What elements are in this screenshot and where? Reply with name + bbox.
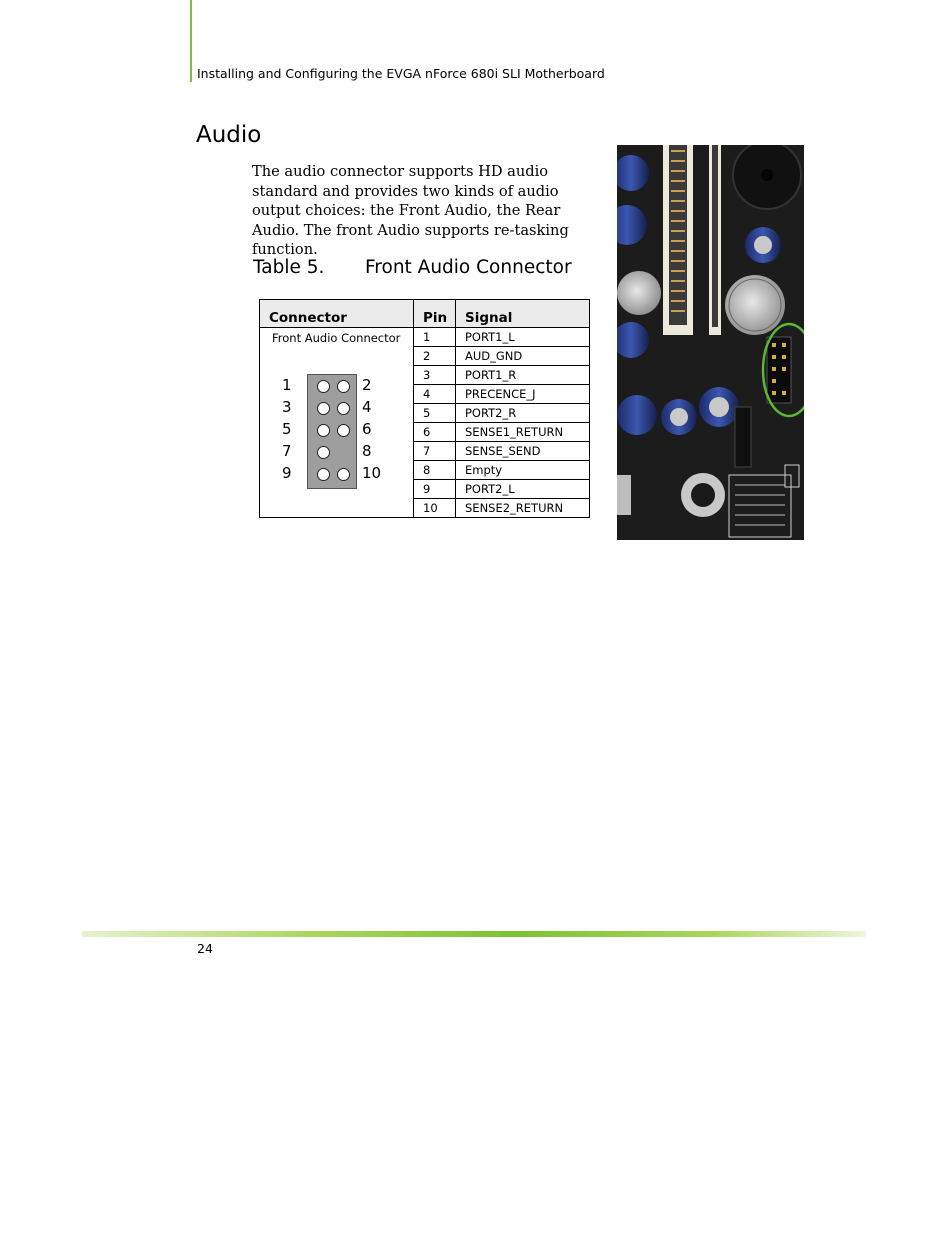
table-header-row: Connector Pin Signal — [259, 299, 590, 328]
pin-number: 3 — [413, 365, 456, 385]
pin-hole — [317, 468, 330, 481]
pin-signal: AUD_GND — [455, 346, 590, 366]
pin-label: 6 — [362, 420, 372, 438]
pin-header-diagram: 1 3 5 7 9 — [282, 374, 392, 489]
pin-hole — [337, 424, 350, 437]
capacitor — [617, 155, 649, 191]
capacitor — [617, 271, 661, 315]
pin-label: 5 — [282, 420, 292, 438]
pin-signal: SENSE1_RETURN — [455, 422, 590, 442]
connector-cell: Front Audio Connector 1 3 5 7 9 — [259, 327, 414, 518]
pin-label: 10 — [362, 464, 382, 482]
footer-accent-line — [82, 931, 866, 937]
capacitor — [617, 322, 649, 358]
pin-block — [307, 374, 357, 489]
table-caption-title: Front Audio Connector — [365, 257, 572, 278]
pin-number: 8 — [413, 460, 456, 480]
header-signal: Signal — [455, 299, 590, 328]
table-caption: Table 5. Front Audio Connector — [253, 257, 572, 278]
pin-hole — [337, 402, 350, 415]
capacitor — [725, 275, 785, 335]
page-number: 24 — [197, 941, 213, 956]
pin-signal: SENSE2_RETURN — [455, 498, 590, 518]
section-title: Audio — [196, 122, 262, 148]
pin-label: 9 — [282, 464, 292, 482]
header-pin: Pin — [413, 299, 456, 328]
pin-hole — [337, 468, 350, 481]
pin-signal: PORT2_R — [455, 403, 590, 423]
table-row: Front Audio Connector 1 3 5 7 9 — [259, 327, 590, 518]
pin-signal: SENSE_SEND — [455, 441, 590, 461]
pin-hole — [317, 424, 330, 437]
capacitor — [617, 205, 647, 245]
pin-signal: Empty — [455, 460, 590, 480]
pin-table-container: Connector Pin Signal Front Audio Connect… — [259, 299, 590, 518]
capacitor — [617, 395, 657, 435]
pin-label: 7 — [282, 442, 292, 460]
pin-table: Connector Pin Signal Front Audio Connect… — [259, 299, 590, 518]
highlight-circle — [761, 322, 804, 418]
table-caption-number: Table 5. — [253, 257, 325, 278]
header-accent-bar — [190, 0, 192, 82]
pin-signal: PRECENCE_J — [455, 384, 590, 404]
pin-signal: PORT2_L — [455, 479, 590, 499]
running-header: Installing and Configuring the EVGA nFor… — [197, 66, 605, 81]
pin-number: 7 — [413, 441, 456, 461]
pin-number: 4 — [413, 384, 456, 404]
pin-label: 4 — [362, 398, 372, 416]
pin-hole — [317, 380, 330, 393]
pin-number: 6 — [413, 422, 456, 442]
pin-signal: PORT1_R — [455, 365, 590, 385]
motherboard-photo — [617, 145, 804, 540]
front-audio-header — [766, 336, 792, 404]
pin-label: 2 — [362, 376, 372, 394]
pin-number: 5 — [413, 403, 456, 423]
pin-signal: PORT1_L — [455, 327, 590, 347]
pin-label: 1 — [282, 376, 292, 394]
pin-label: 3 — [282, 398, 292, 416]
pin-hole — [317, 446, 330, 459]
pin-number: 1 — [413, 327, 456, 347]
header-connector: Connector — [259, 299, 414, 328]
pin-number: 2 — [413, 346, 456, 366]
pin-number: 10 — [413, 498, 456, 518]
pin-label: 8 — [362, 442, 372, 460]
connector-name: Front Audio Connector — [272, 331, 401, 345]
pin-hole — [337, 380, 350, 393]
pin-hole — [317, 402, 330, 415]
pin-number: 9 — [413, 479, 456, 499]
section-paragraph: The audio connector supports HD audio st… — [252, 163, 569, 258]
